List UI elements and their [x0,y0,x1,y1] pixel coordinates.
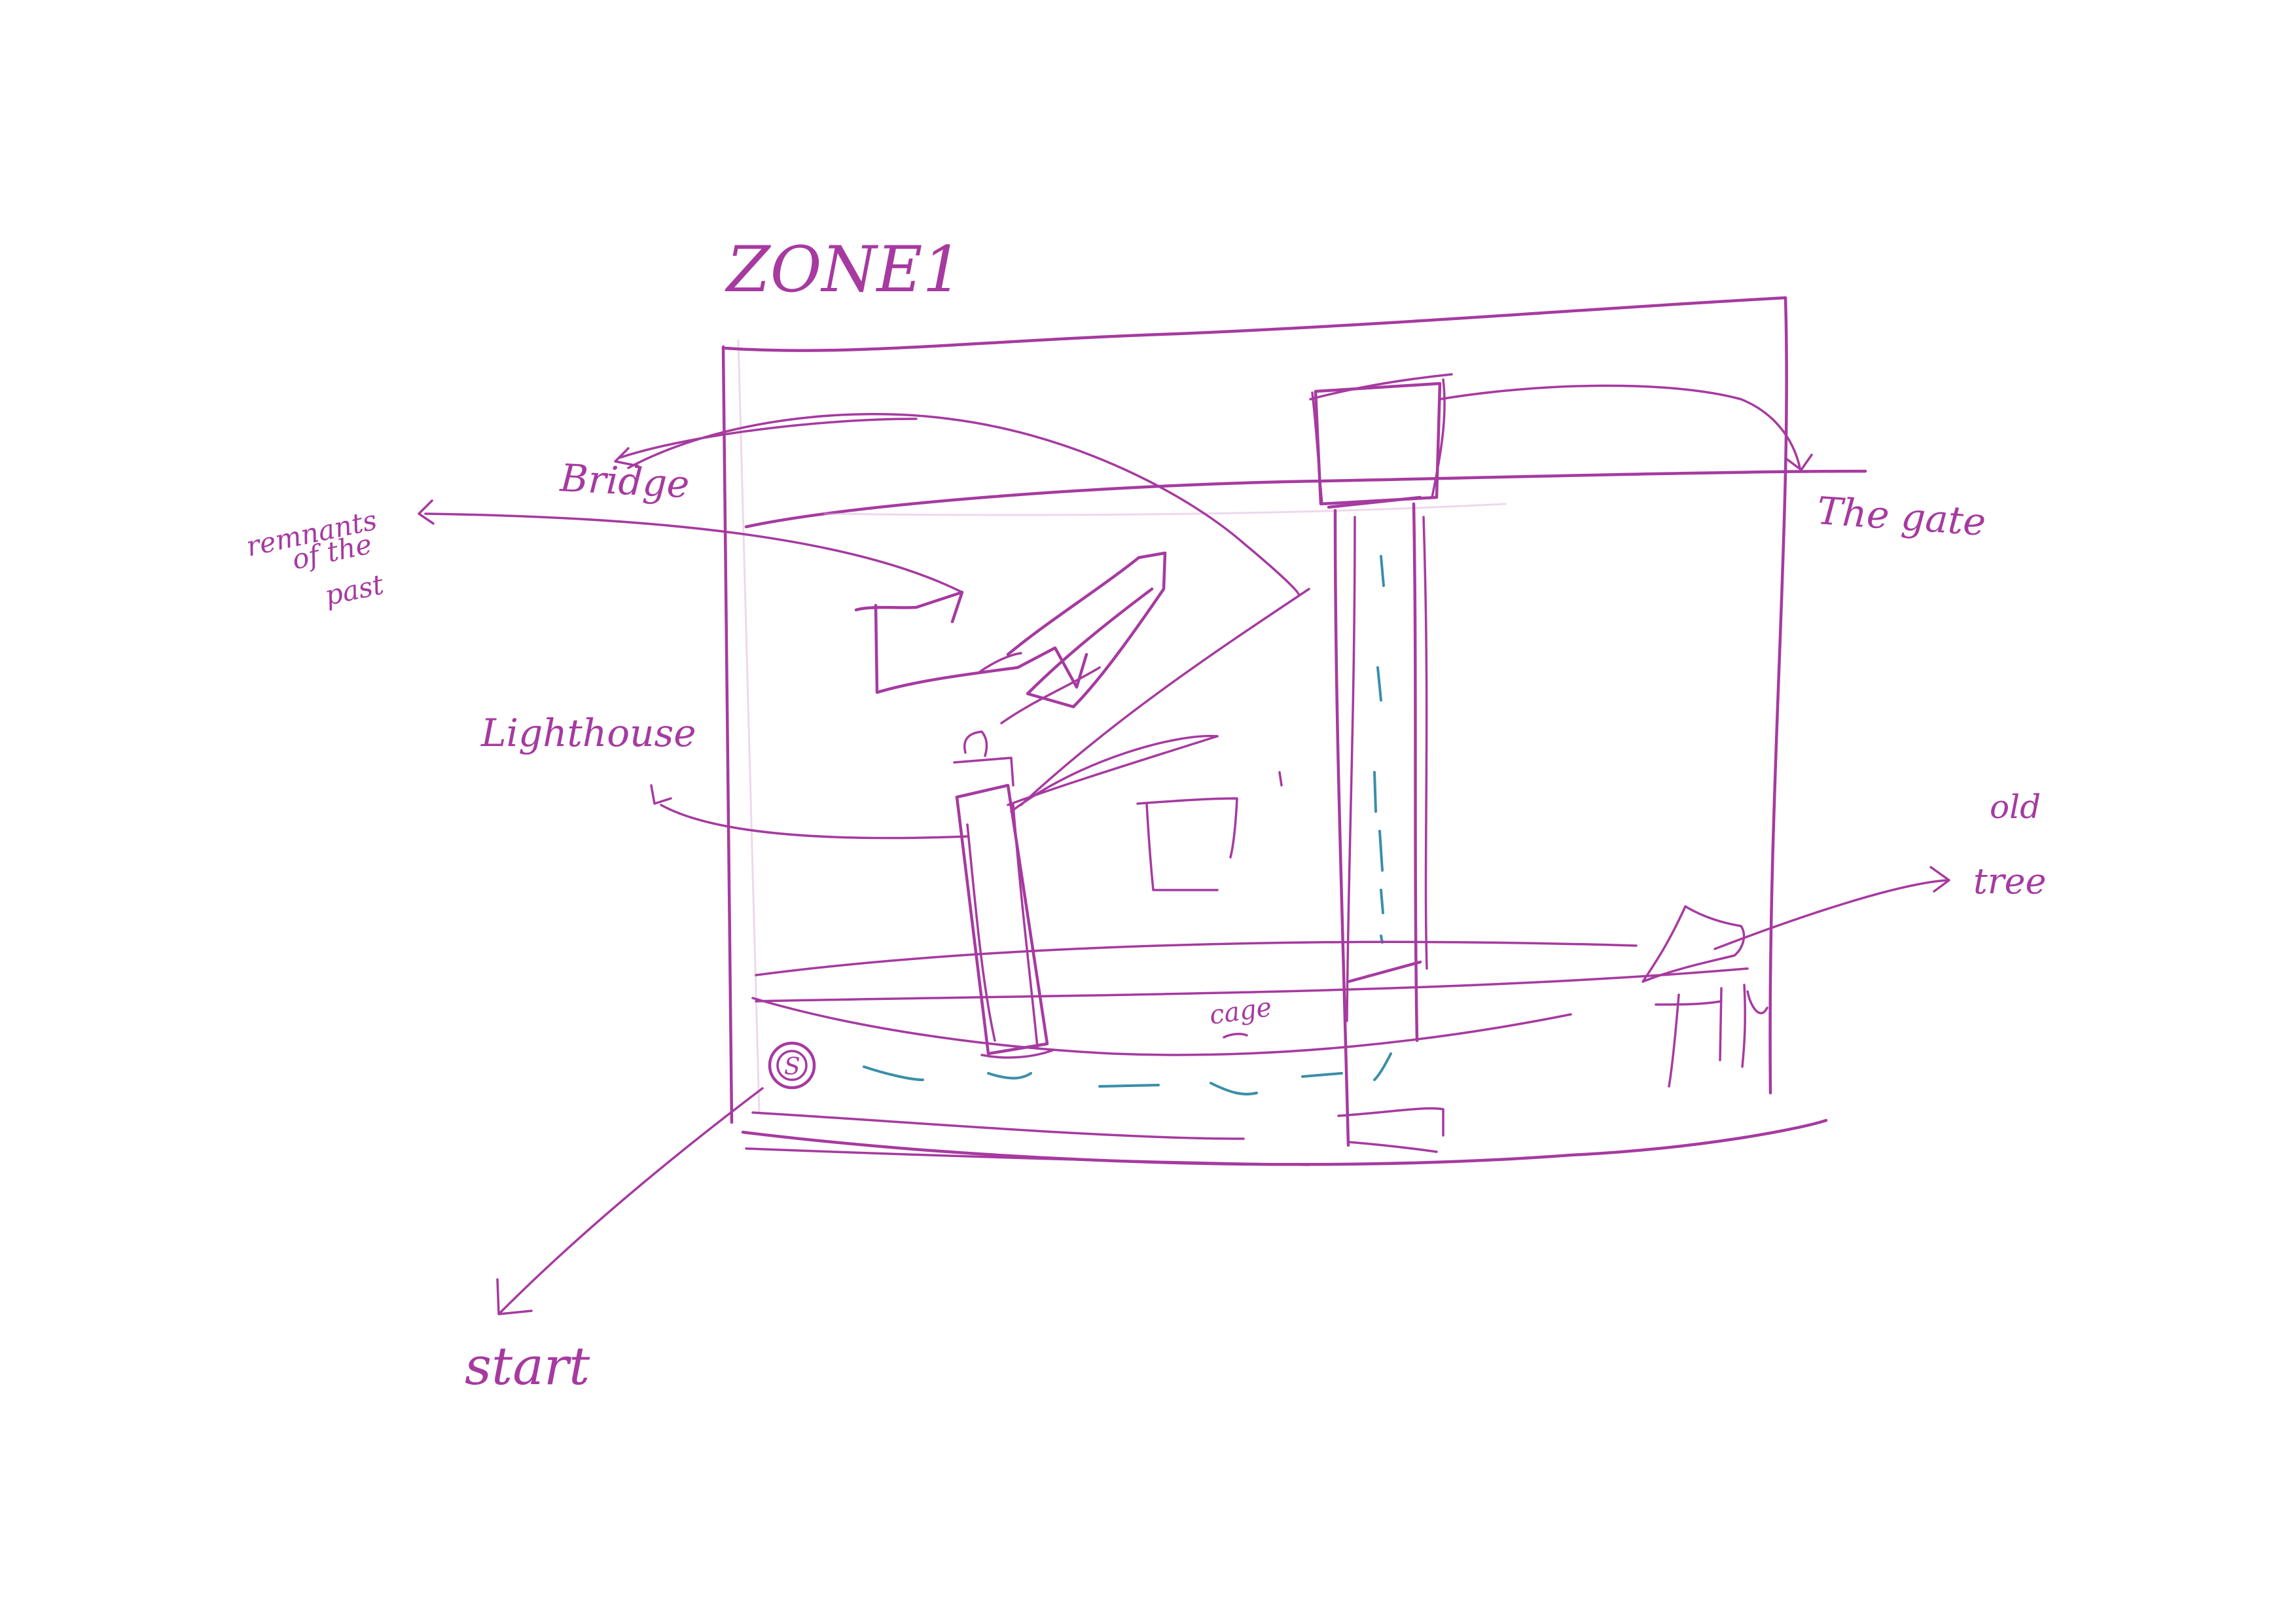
gate-base [1338,1109,1443,1152]
cage-structure [1224,1034,1247,1037]
remnants-broken-wall [856,592,1086,692]
small-frame-structure [1138,772,1282,890]
remnants-debris [978,653,1100,723]
bridge-label: Bridge [558,455,691,507]
labels: ZONE1 Bridge remnants of the past Lighth… [243,233,2047,1397]
remnants-structure [856,553,1165,723]
ground [743,942,1826,1165]
path-dash-vertical [1374,556,1384,942]
lighthouse-cap [954,732,1013,785]
gate-structure [1310,374,1452,1152]
zone-frame-right [1770,298,1787,1093]
gate-label: The gate [1816,488,1987,544]
start-marker-label: S [784,1054,800,1080]
lighthouse-label: Lighthouse [480,711,696,755]
bridge-deck-line-faint [825,504,1505,515]
remnants-broken-beam [1008,553,1165,707]
start-label: start [465,1336,590,1397]
gate-top-block-sketch [1310,374,1452,504]
zone-frame-left-faint [738,340,759,1113]
ground-lower-line [743,1120,1826,1164]
small-frame [1138,772,1282,890]
path-dash-horizontal [864,1054,1391,1094]
zone-title: ZONE1 [725,233,963,306]
bridge-arc-line [628,414,1299,596]
old-tree-label-line2: tree [1973,861,2046,902]
cage-label: cage [1208,992,1274,1031]
ground-upper-line [756,942,1748,1001]
lighthouse-structure [954,732,1217,1058]
old-tree-arrow [1715,867,1949,949]
ground-mid-line [753,998,1571,1055]
gate-top-block [1316,383,1440,504]
old-tree-label-line1: old [1990,788,2041,826]
remnants-label-line3: past [322,568,387,612]
cage-mark [1224,1034,1247,1037]
bridge-deck-line [746,471,1865,527]
lighthouse-arrow [651,785,969,838]
connector-lines [628,414,1309,805]
old-tree-structure [1643,906,1767,1086]
bridge-structure [746,471,1865,527]
zone-frame-left [723,347,732,1122]
tree-trunk [1656,985,1767,1086]
walking-path [864,556,1391,1094]
gate-arrow [1440,385,1812,470]
bridge-arrow [615,419,916,466]
start-arrow [497,1088,762,1314]
annotation-arrows [419,385,1949,1314]
start-marker: S [770,1043,814,1088]
lighthouse-tower-sketch [967,805,1052,1058]
